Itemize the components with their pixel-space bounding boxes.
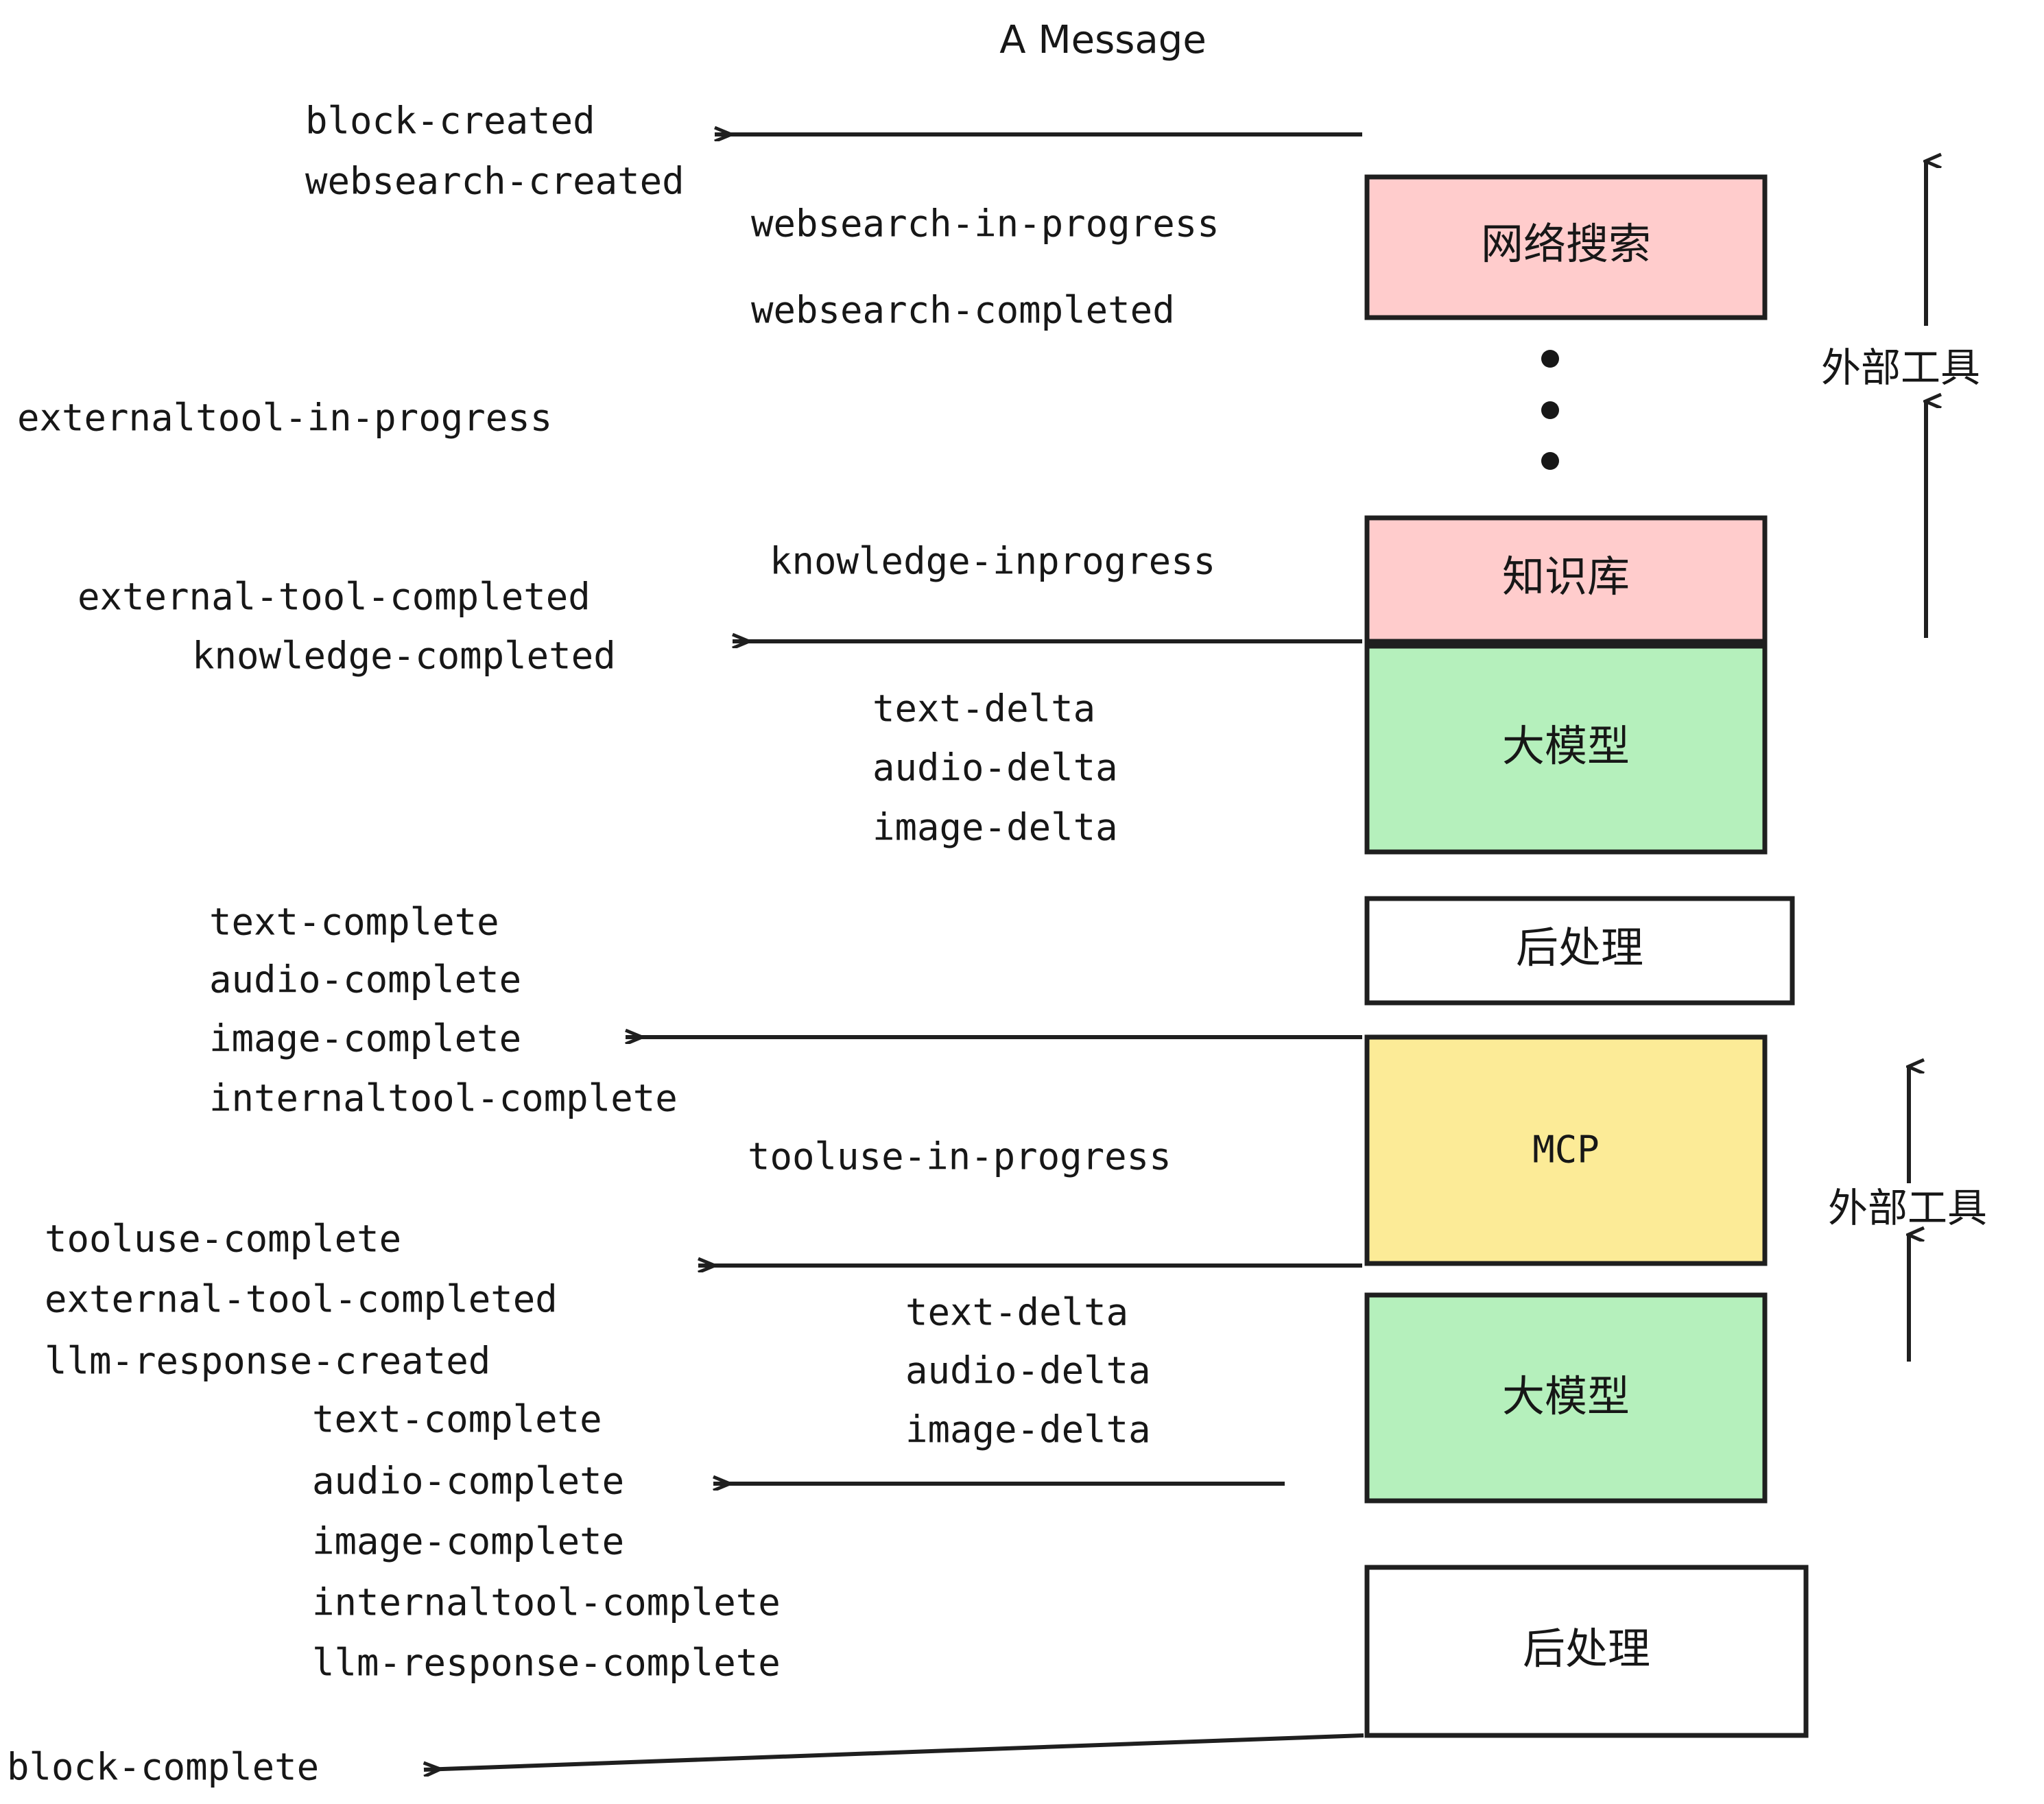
event-block-complete: block-complete — [7, 1746, 319, 1789]
event-image-delta-2: image-delta — [905, 1408, 1151, 1451]
event-llm-response-complete: llm-response-complete — [312, 1641, 781, 1685]
event-audio-complete-1: audio-complete — [209, 958, 521, 1001]
event-tooluse-in-progress: tooluse-in-progress — [748, 1135, 1172, 1178]
ellipsis-dot — [1541, 350, 1559, 368]
event-audio-complete-2: audio-complete — [312, 1460, 624, 1503]
box-knowledge[interactable] — [1364, 515, 1768, 644]
event-image-complete-2: image-complete — [312, 1520, 624, 1563]
event-external-tool-completed-2: external-tool-completed — [45, 1278, 558, 1321]
event-text-complete-1: text-complete — [209, 901, 499, 944]
event-externaltool-in-progress: externaltool-in-progress — [17, 396, 552, 440]
ellipsis-dot — [1541, 452, 1559, 470]
box-mcp-label: MCP — [1532, 1128, 1600, 1172]
event-text-complete-2: text-complete — [312, 1398, 602, 1441]
event-internaltool-complete-2: internaltool-complete — [312, 1581, 781, 1624]
event-image-complete-1: image-complete — [209, 1017, 521, 1060]
event-websearch-created: websearch-created — [305, 160, 685, 203]
box-knowledge-label: 知识库 — [1502, 551, 1630, 602]
external-tools-top-label: 外部工具 — [1821, 344, 1980, 391]
box-websearch[interactable] — [1364, 174, 1768, 320]
event-tooluse-complete: tooluse-complete — [45, 1218, 401, 1261]
ellipsis-dot — [1541, 401, 1559, 419]
box-llm-2[interactable] — [1364, 1292, 1768, 1504]
event-knowledge-completed: knowledge-completed — [192, 634, 616, 678]
box-websearch-label: 网络搜索 — [1481, 219, 1651, 269]
page-title: A Message — [999, 18, 1207, 62]
box-postprocess-2-label: 后处理 — [1523, 1624, 1650, 1674]
box-postprocess-1-label: 后处理 — [1516, 923, 1643, 973]
box-llm-2-label: 大模型 — [1502, 1371, 1630, 1421]
event-block-created: block-created — [305, 99, 595, 143]
arrow-block-complete — [424, 1733, 1364, 1770]
box-postprocess-2[interactable] — [1364, 1565, 1809, 1738]
box-llm-1[interactable] — [1364, 643, 1768, 855]
event-websearch-completed: websearch-completed — [751, 289, 1175, 332]
box-mcp[interactable] — [1364, 1034, 1768, 1266]
event-websearch-in-progress: websearch-in-progress — [751, 202, 1220, 246]
event-text-delta-1: text-delta — [872, 687, 1095, 731]
box-postprocess-1[interactable] — [1364, 896, 1795, 1006]
external-tools-bottom-label: 外部工具 — [1828, 1185, 1987, 1231]
event-knowledge-inprogress: knowledge-inprogress — [770, 540, 1215, 583]
event-external-tool-completed-1: external-tool-completed — [78, 575, 591, 619]
event-audio-delta-1: audio-delta — [872, 746, 1118, 790]
event-audio-delta-2: audio-delta — [905, 1349, 1151, 1392]
event-internaltool-complete-1: internaltool-complete — [209, 1077, 678, 1120]
event-llm-response-created: llm-response-created — [45, 1340, 490, 1383]
event-image-delta-1: image-delta — [872, 806, 1118, 849]
event-text-delta-2: text-delta — [905, 1291, 1128, 1334]
box-llm-1-label: 大模型 — [1502, 721, 1630, 771]
